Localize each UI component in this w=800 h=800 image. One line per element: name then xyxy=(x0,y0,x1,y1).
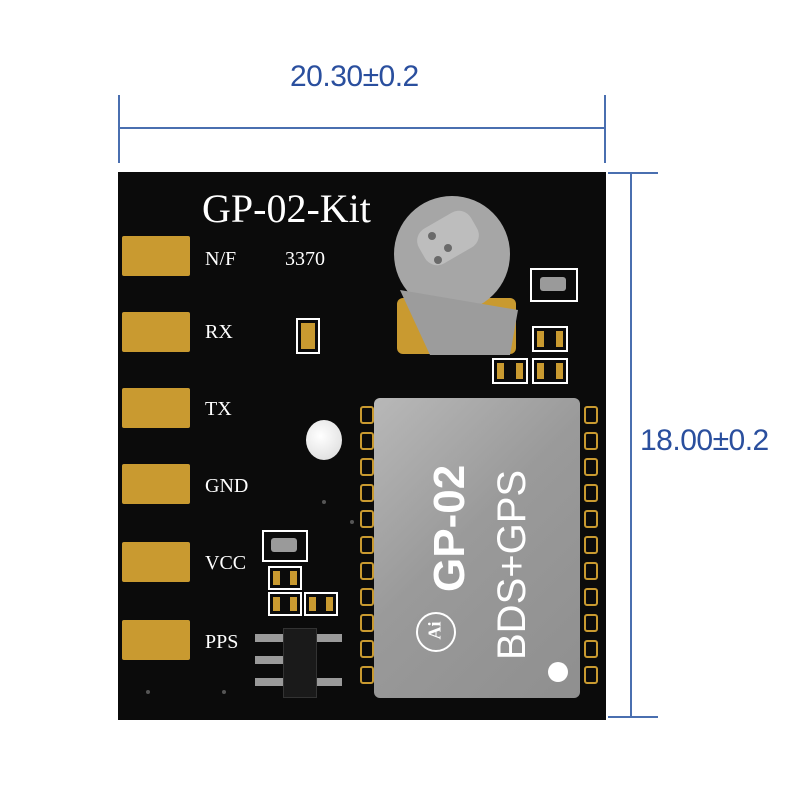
pin-label-rx: RX xyxy=(205,321,233,343)
module-subtitle: BDS+GPS xyxy=(490,469,534,660)
status-led xyxy=(306,420,342,460)
pin1-marker xyxy=(548,662,568,682)
via xyxy=(350,520,354,524)
pin-pad-nf xyxy=(122,236,190,276)
pin-label-pps: PPS xyxy=(205,631,239,653)
module-castellated-pad xyxy=(360,640,374,658)
pin-pad-vcc xyxy=(122,542,190,582)
smd-resistor xyxy=(492,358,528,384)
module-castellated-pad xyxy=(360,562,374,580)
module-castellated-pad xyxy=(584,484,598,502)
module-castellated-pad xyxy=(360,484,374,502)
transistor-lead xyxy=(255,656,287,664)
height-dimension-top-tick xyxy=(608,172,658,174)
pin-label-vcc: VCC xyxy=(205,552,247,574)
height-dimension-line xyxy=(630,172,632,718)
smd-resistor xyxy=(532,326,568,352)
module-castellated-pad xyxy=(360,588,374,606)
module-castellated-pad xyxy=(584,640,598,658)
module-castellated-pad xyxy=(584,614,598,632)
module-castellated-pad xyxy=(584,666,598,684)
module-castellated-pad xyxy=(584,458,598,476)
gps-module-shield xyxy=(374,398,580,698)
transistor-lead xyxy=(255,634,287,642)
smd-resistor xyxy=(268,566,302,590)
width-dimension-label: 20.30±0.2 xyxy=(290,60,419,93)
transistor-lead xyxy=(310,678,342,686)
width-dimension-line xyxy=(118,127,606,129)
module-castellated-pad xyxy=(584,432,598,450)
module-castellated-pad xyxy=(360,510,374,528)
pin-pad-gnd xyxy=(122,464,190,504)
transistor-body xyxy=(283,628,317,698)
smd-led xyxy=(530,268,578,302)
smd-diode xyxy=(262,530,308,562)
height-dimension-bottom-tick xyxy=(608,716,658,718)
transistor-lead xyxy=(310,634,342,642)
module-castellated-pad xyxy=(360,666,374,684)
backup-battery xyxy=(394,196,518,355)
pin-pad-tx xyxy=(122,388,190,428)
pin-label-gnd: GND xyxy=(205,475,249,497)
transistor-lead xyxy=(255,678,287,686)
module-castellated-pad xyxy=(584,406,598,424)
via xyxy=(146,690,150,694)
board-code: 3370 xyxy=(285,248,325,270)
width-dimension-right-tick xyxy=(604,95,606,163)
via xyxy=(322,500,326,504)
smd-resistor xyxy=(268,592,302,616)
module-name: GP-02 xyxy=(425,464,474,592)
module-castellated-pad xyxy=(584,510,598,528)
pin-pad-pps xyxy=(122,620,190,660)
via xyxy=(222,690,226,694)
module-castellated-pad xyxy=(360,406,374,424)
height-dimension-label: 18.00±0.2 xyxy=(640,424,769,457)
pin-pad-rx xyxy=(122,312,190,352)
smd-resistor xyxy=(532,358,568,384)
width-dimension-left-tick xyxy=(118,95,120,163)
module-castellated-pad xyxy=(584,562,598,580)
board-title: GP-02-Kit xyxy=(202,186,371,231)
smd-resistor xyxy=(304,592,338,616)
module-castellated-pad xyxy=(584,588,598,606)
smd-capacitor xyxy=(296,318,320,354)
module-castellated-pad xyxy=(360,614,374,632)
module-castellated-pad xyxy=(360,432,374,450)
pin-label-tx: TX xyxy=(205,398,232,420)
module-castellated-pad xyxy=(360,458,374,476)
module-castellated-pad xyxy=(584,536,598,554)
module-castellated-pad xyxy=(360,536,374,554)
ai-logo-text: Ai xyxy=(424,621,445,640)
pin-label-nf: N/F xyxy=(205,248,237,270)
ai-logo: Ai xyxy=(416,612,456,652)
